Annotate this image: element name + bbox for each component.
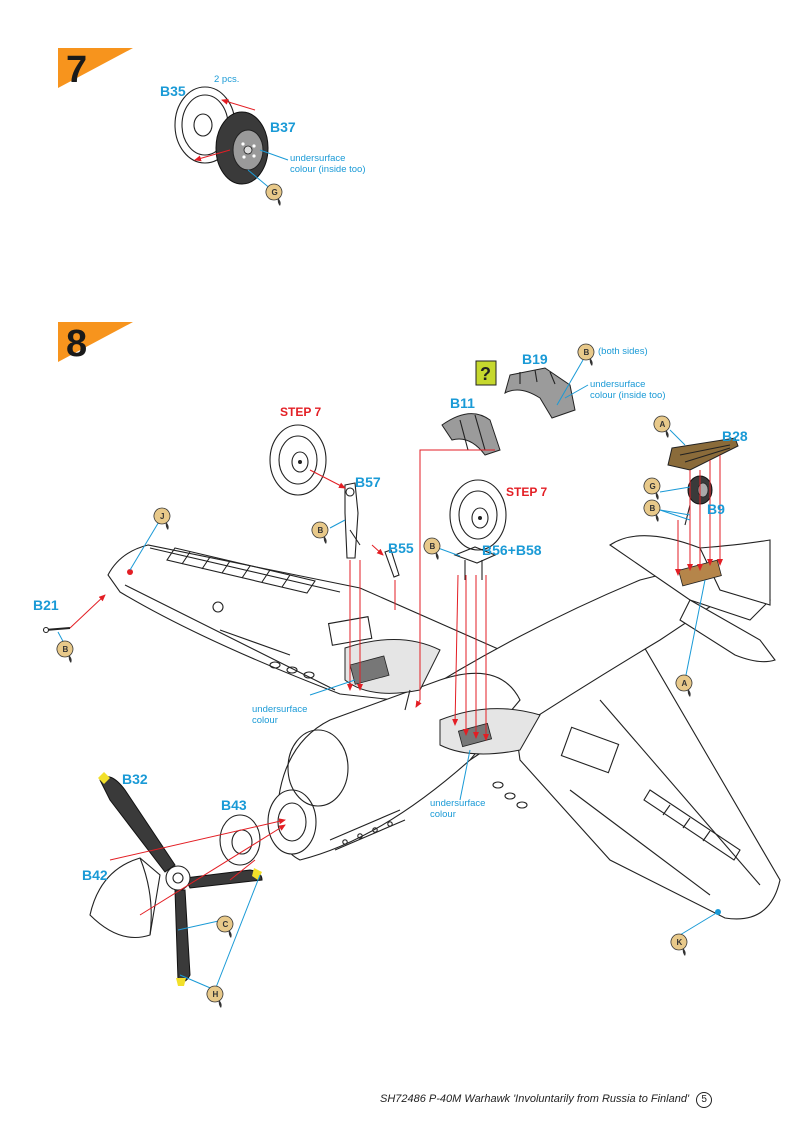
label-b21: B21 xyxy=(33,597,59,613)
label-b28: B28 xyxy=(722,428,748,444)
colour-code-j: J xyxy=(153,507,171,531)
part-b56-b58-strut xyxy=(453,546,497,580)
svg-text:B: B xyxy=(584,348,590,357)
colour-code-b55: B xyxy=(423,537,441,561)
note-undersurface-line1: undersurface xyxy=(290,153,345,164)
part-b43-backplate xyxy=(219,814,261,866)
propeller-assembly xyxy=(89,772,263,986)
step-8-banner xyxy=(58,322,133,362)
spinner-b42 xyxy=(89,857,161,939)
note-b19-line1: undersurface xyxy=(590,379,645,390)
leader-lines xyxy=(57,359,719,991)
aircraft-p40-body xyxy=(107,535,781,920)
main-wheel-left xyxy=(269,424,327,496)
colour-code-g: G xyxy=(265,183,283,207)
colour-code-prop-c: C xyxy=(216,915,234,939)
note-left-well-line1: undersurface xyxy=(252,704,307,715)
prop-blade-lower xyxy=(174,889,191,983)
svg-text:B: B xyxy=(63,645,69,654)
svg-text:A: A xyxy=(682,679,688,688)
label-b19: B19 xyxy=(522,351,548,367)
colour-code-b28: A xyxy=(653,415,671,439)
note-b19-line2: colour (inside too) xyxy=(590,390,666,401)
part-b28-tailwheel-door xyxy=(667,437,739,471)
step-7-number: 7 xyxy=(66,49,87,91)
label-b57: B57 xyxy=(355,474,381,490)
main-wheel-right xyxy=(449,479,507,551)
ref-step7-right: STEP 7 xyxy=(506,485,547,499)
label-2pcs: 2 pcs. xyxy=(214,74,239,85)
step-8: 8 xyxy=(33,322,781,1009)
ref-step7-left: STEP 7 xyxy=(280,405,321,419)
part-b11-door xyxy=(441,413,501,456)
svg-text:A: A xyxy=(660,420,666,429)
label-b37: B37 xyxy=(270,119,296,135)
wheel-tire-b37 xyxy=(215,111,269,185)
label-b32: B32 xyxy=(122,771,148,787)
footer-title: SH72486 P-40M Warhawk 'Involuntarily fro… xyxy=(380,1093,690,1105)
svg-text:B: B xyxy=(318,526,324,535)
prop-blade-right xyxy=(184,869,263,889)
label-b9: B9 xyxy=(707,501,725,517)
colour-code-b21: B xyxy=(56,640,74,664)
svg-text:K: K xyxy=(677,938,683,947)
note-left-well-line2: colour xyxy=(252,715,278,726)
label-b42: B42 xyxy=(82,867,108,883)
note-center-well-line2: colour xyxy=(430,809,456,820)
svg-text:C: C xyxy=(223,920,229,929)
page-number: 5 xyxy=(696,1092,713,1108)
note-center-well-line1: undersurface xyxy=(430,798,485,809)
assembly-arrows xyxy=(69,449,723,916)
step-7: 7 B35 2 pcs. B37 undersurface colour (in… xyxy=(58,48,366,207)
label-b43: B43 xyxy=(221,797,247,813)
svg-text:J: J xyxy=(160,512,164,521)
colour-code-b9-g: G xyxy=(643,477,661,501)
check-icon: ? xyxy=(475,360,497,386)
colour-code-k: K xyxy=(670,933,688,957)
svg-text:G: G xyxy=(650,482,656,491)
note-both-sides: (both sides) xyxy=(598,346,648,357)
colour-code-b9-b: B xyxy=(643,499,661,523)
part-b57-strut xyxy=(344,482,361,559)
prop-blade-b32 xyxy=(99,776,176,873)
colour-code-tail-a: A xyxy=(675,674,693,698)
label-b56-b58: B56+B58 xyxy=(482,542,542,558)
svg-text:H: H xyxy=(213,990,219,999)
colour-code-b57: B xyxy=(311,521,329,545)
part-b19-doors xyxy=(504,367,576,419)
note-undersurface-line2: colour (inside too) xyxy=(290,164,366,175)
part-b21-pitot xyxy=(42,626,71,634)
step-7-banner xyxy=(58,48,133,88)
colour-code-b19: B xyxy=(577,343,595,367)
svg-text:?: ? xyxy=(480,364,491,384)
label-b35: B35 xyxy=(160,83,186,99)
label-b55: B55 xyxy=(388,540,414,556)
footer: SH72486 P-40M Warhawk 'Involuntarily fro… xyxy=(380,1092,780,1108)
step-8-number: 8 xyxy=(66,323,87,365)
label-b11: B11 xyxy=(450,395,475,411)
svg-text:B: B xyxy=(430,542,436,551)
svg-text:G: G xyxy=(272,188,278,197)
colour-code-prop-h: H xyxy=(206,985,224,1009)
part-b55-strut xyxy=(384,549,400,578)
svg-text:B: B xyxy=(650,504,656,513)
